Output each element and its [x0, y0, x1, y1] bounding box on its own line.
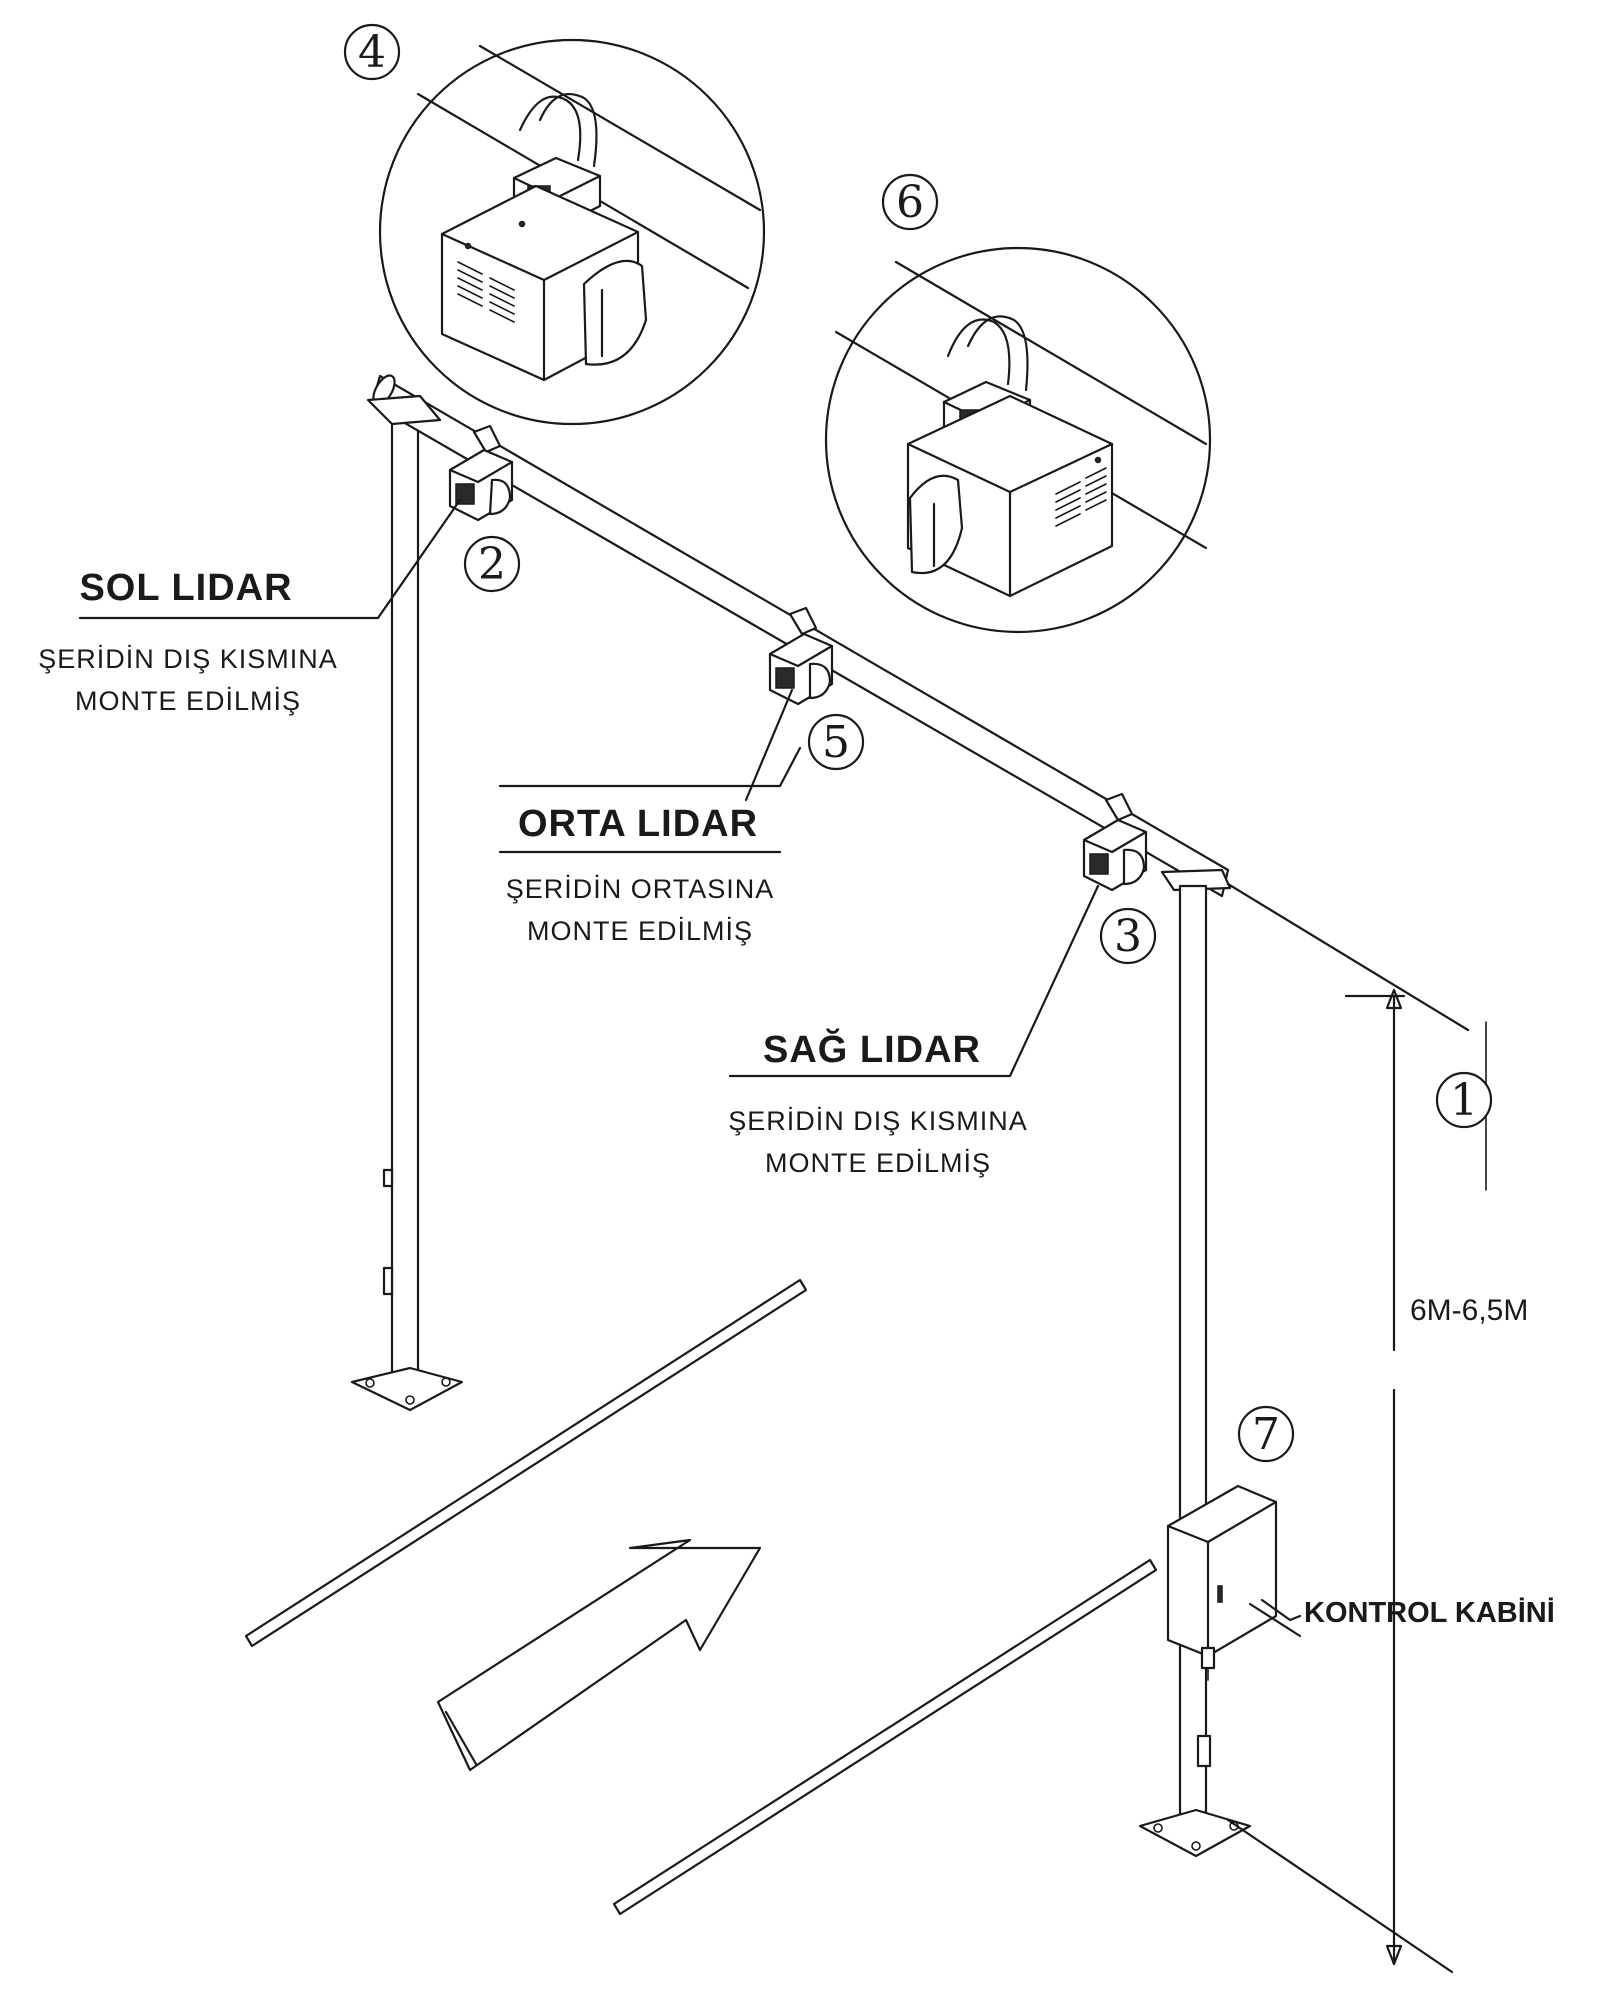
right-pole: [1138, 884, 1252, 1858]
sag-lidar-desc-line2: MONTE EDİLMİŞ: [765, 1147, 991, 1178]
sag-lidar-label: SAĞ LIDAR ŞERİDİN DIŞ KISMINA MONTE EDİL…: [728, 1027, 1028, 1178]
kontrol-kabini-text: KONTROL KABİNİ: [1304, 1597, 1555, 1629]
height-dimension-line: [1226, 988, 1454, 1974]
orta-lidar-label: ORTA LIDAR ŞERİDİN ORTASINA MONTE EDİLMİ…: [498, 803, 782, 946]
callout-1: 1: [1435, 1071, 1493, 1129]
control-cabinet: [1166, 1484, 1278, 1768]
callout-2-number: 2: [478, 539, 506, 590]
height-dimension-text: 6M-6,5M: [1410, 1294, 1528, 1327]
sol-lidar-desc-line2: MONTE EDİLMİŞ: [75, 685, 301, 716]
left-pole: [350, 406, 464, 1412]
detail-view-6: [824, 246, 1212, 634]
sol-lidar-desc-line1: ŞERİDİN DIŞ KISMINA: [38, 643, 338, 674]
lane-line-right: [612, 1558, 1158, 1916]
callout-7-number: 7: [1252, 1409, 1280, 1460]
callout-5-number: 5: [822, 717, 850, 768]
orta-lidar-desc-line1: ŞERİDİN ORTASINA: [506, 873, 775, 904]
callout-4-number: 4: [358, 27, 386, 78]
kontrol-kabini-label: KONTROL KABİNİ: [1304, 1597, 1555, 1629]
callout-6-number: 6: [896, 177, 924, 228]
detail-view-4: [378, 38, 766, 426]
left-lidar-unit: [448, 424, 514, 522]
right-lidar-unit: [1082, 792, 1148, 892]
middle-lidar-unit: [768, 606, 834, 706]
callout-5: 5: [807, 713, 865, 771]
sol-lidar-label: SOL LIDAR ŞERİDİN DIŞ KISMINA MONTE EDİL…: [38, 567, 338, 716]
callout-2: 2: [463, 535, 521, 593]
lane-line-left: [244, 1278, 808, 1648]
callout-1-number: 1: [1450, 1075, 1478, 1126]
height-label: 6M-6,5M: [1410, 1294, 1528, 1327]
orta-lidar-title: ORTA LIDAR: [518, 803, 758, 845]
orta-lidar-desc-line2: MONTE EDİLMİŞ: [527, 915, 753, 946]
sol-lidar-title: SOL LIDAR: [79, 567, 292, 609]
callout-3: 3: [1099, 907, 1157, 965]
sag-lidar-desc-line1: ŞERİDİN DIŞ KISMINA: [728, 1105, 1028, 1136]
sag-lidar-title: SAĞ LIDAR: [763, 1027, 981, 1071]
callout-4: 4: [343, 23, 401, 81]
callout-7: 7: [1237, 1405, 1295, 1463]
traffic-direction-arrow: [436, 1538, 762, 1772]
callout-6: 6: [881, 173, 939, 231]
callout-3-number: 3: [1114, 911, 1142, 962]
